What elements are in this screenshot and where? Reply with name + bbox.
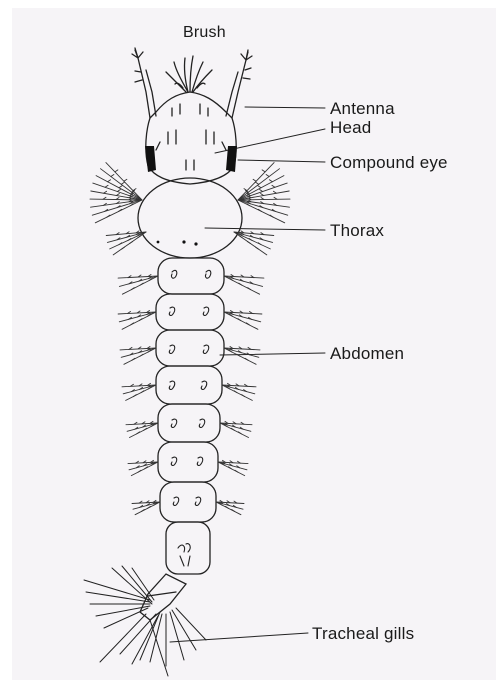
seta-barb: [253, 179, 256, 181]
label-antenna: Antenna: [330, 99, 395, 119]
label-tracheal-gills: Tracheal gills: [312, 624, 414, 644]
seta-barb: [130, 242, 133, 244]
mouth-brush: [166, 56, 212, 92]
seta-barb: [273, 191, 276, 193]
label-head: Head: [330, 118, 371, 138]
head-capsule: [146, 92, 236, 184]
compound-eyes: [145, 146, 237, 172]
seta-barb: [121, 247, 124, 249]
seta-barb: [121, 182, 124, 184]
thorax-spots: [157, 240, 198, 245]
seta-barb: [258, 186, 261, 188]
seta-barb: [260, 190, 263, 192]
thorax: [138, 178, 242, 258]
label-abdomen: Abdomen: [330, 344, 404, 364]
label-brush: Brush: [183, 24, 226, 42]
thorax-leader: [205, 228, 325, 230]
seta-barb: [266, 175, 269, 177]
lateral-setae: [90, 163, 290, 515]
seta-barb: [261, 194, 264, 196]
seta-barb: [104, 191, 107, 193]
label-thorax: Thorax: [330, 221, 384, 241]
seta-barb: [247, 242, 250, 244]
seta-barb: [105, 185, 108, 187]
seta-barb: [256, 182, 259, 184]
seta-barb: [262, 170, 265, 172]
tracheal-gills: [84, 566, 206, 676]
leader-lines: [170, 107, 325, 642]
seta-barb: [116, 194, 119, 196]
seta-barb: [111, 175, 114, 177]
siphon: [140, 574, 186, 620]
seta-barb: [256, 247, 259, 249]
seta-barb: [108, 180, 111, 182]
label-compound-eye: Compound eye: [330, 153, 448, 173]
antenna-leader: [245, 107, 325, 108]
seta-barb: [124, 179, 127, 181]
compound-eye-leader: [238, 160, 325, 162]
seta-barb: [269, 180, 272, 182]
seta-barb: [115, 170, 118, 172]
seta-barb: [272, 185, 275, 187]
seta-barb: [119, 186, 122, 188]
abdomen-segments: [156, 258, 224, 574]
seta-barb: [117, 190, 120, 192]
